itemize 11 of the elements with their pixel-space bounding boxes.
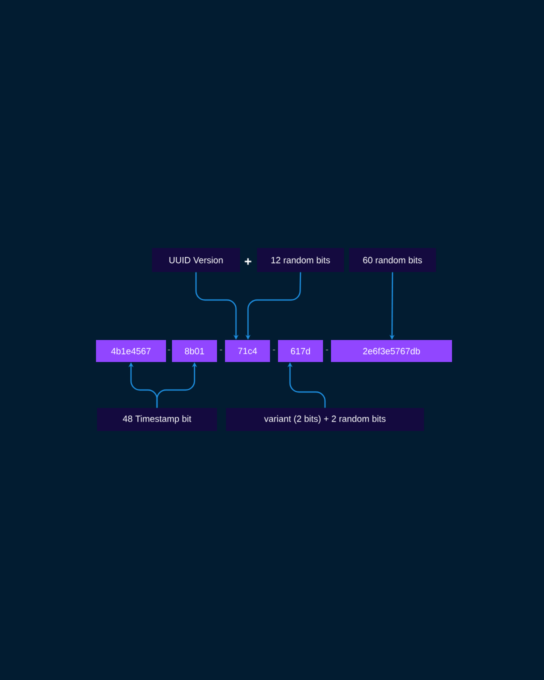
hex-segment-box: 4b1e4567	[96, 340, 166, 362]
hex-segment-box: 2e6f3e5767db	[331, 340, 452, 362]
field-label-box: 48 Timestamp bit	[97, 408, 217, 431]
field-label-box: UUID Version	[152, 248, 240, 272]
hex-segment-box: 8b01	[172, 340, 217, 362]
field-label-box: 12 random bits	[257, 248, 344, 272]
field-label-box: 60 random bits	[349, 248, 436, 272]
hex-segment-box: 617d	[278, 340, 323, 362]
plus-sign: +	[244, 258, 252, 265]
hex-segment-box: 71c4	[225, 340, 270, 362]
field-label-box: variant (2 bits) + 2 random bits	[226, 408, 424, 431]
